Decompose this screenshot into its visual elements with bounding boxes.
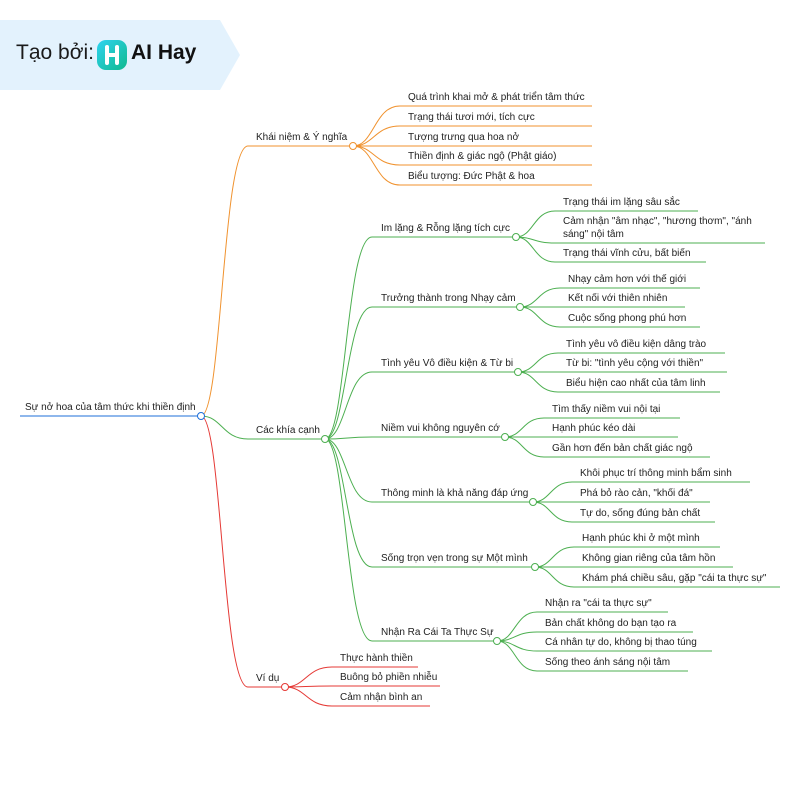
group-leaf-label: Khôi phục trí thông minh bẩm sinh	[580, 468, 732, 479]
connector-group-leaf	[519, 306, 561, 328]
connector-group-leaf	[519, 287, 561, 308]
connector-group-leaf	[534, 546, 575, 568]
branch2-group-node-dot	[516, 303, 524, 311]
branch2-group-node-dot	[531, 563, 539, 571]
connector-root-branch1	[200, 145, 249, 417]
branch2-group-label: Thông minh là khả năng đáp ứng	[381, 488, 529, 499]
ai-hay-brand-text: AI Hay	[131, 41, 197, 64]
group-leaf-label: Kết nối với thiên nhiên	[568, 293, 668, 304]
branch2-group-label: Nhận Ra Cái Ta Thực Sự	[381, 627, 494, 638]
branch3-label: Ví dụ	[256, 673, 280, 684]
connector-group-leaf	[496, 631, 538, 642]
group-leaf-label: Cuộc sống phong phú hơn	[568, 313, 687, 324]
branch1-leaf-label: Tượng trưng qua hoa nở	[408, 132, 520, 143]
group-leaf-label: Nhạy cảm hơn với thế giới	[568, 274, 687, 285]
branch1-leaf-label: Thiền định & giác ngộ (Phật giáo)	[408, 151, 557, 162]
connector-group-leaf	[496, 640, 538, 672]
branch2-label: Các khía cạnh	[256, 425, 320, 436]
branch1-leaf-label: Biểu tượng: Đức Phật & hoa	[408, 171, 535, 182]
group-leaf-label: Bản chất không do bạn tạo ra	[545, 618, 677, 629]
branch1-leaf-label: Quá trình khai mở & phát triển tâm thức	[408, 92, 585, 103]
connector-root-branch3	[200, 415, 249, 688]
branch2-group-label: Sống trọn vẹn trong sự Một mình	[381, 553, 528, 564]
group-leaf-label: Không gian riêng của tâm hồn	[582, 553, 716, 564]
ai-hay-logo-icon	[97, 40, 127, 70]
branch2-group-label: Trưởng thành trong Nhạy cảm	[381, 293, 516, 304]
group-leaf-label: Hạnh phúc kéo dài	[552, 423, 636, 434]
root-node-dot	[197, 412, 205, 420]
branch2-group-node-dot	[501, 433, 509, 441]
group-leaf-label: Khám phá chiều sâu, gặp "cái ta thực sự"	[582, 573, 767, 584]
connector-group-leaf	[517, 352, 559, 373]
connector-branch2-group	[324, 306, 373, 440]
connector-branch1-leaf	[352, 125, 401, 147]
branch2-group-label: Tình yêu Vô điều kiện & Từ bi	[381, 358, 514, 369]
connector-branch2-group	[324, 438, 373, 642]
connector-branch2-group	[324, 436, 373, 440]
connector-branch2-group	[324, 371, 373, 440]
branch3-leaf-label: Cảm nhận bình an	[340, 692, 423, 703]
group-leaf-label: Từ bi: "tình yêu cộng với thiền"	[566, 358, 704, 369]
connector-group-leaf	[534, 566, 575, 588]
connector-group-leaf	[515, 210, 556, 238]
connector-group-leaf	[504, 417, 545, 438]
connector-group-leaf	[517, 371, 559, 393]
connector-branch1-leaf	[352, 145, 401, 166]
group-leaf-label: Trạng thái im lặng sâu sắc	[563, 197, 680, 208]
group-leaf-label: Tự do, sống đúng bản chất	[580, 508, 701, 519]
root-node-label: Sự nở hoa của tâm thức khi thiền định	[25, 402, 196, 413]
group-leaf-label: Trạng thái vĩnh cửu, bất biến	[563, 248, 691, 259]
connector-branch2-group	[324, 438, 373, 503]
group-leaf-label: Gần hơn đến bản chất giác ngộ	[552, 443, 693, 454]
branch2-group-node-dot	[529, 498, 537, 506]
group-leaf-label: Phá bỏ rào cản, "khối đá"	[580, 488, 693, 499]
connector-group-leaf	[532, 501, 573, 523]
branch3-leaf-label: Thực hành thiền	[340, 653, 413, 664]
connector-branch3-leaf	[284, 686, 333, 707]
branch3-node-dot	[281, 683, 289, 691]
branch2-group-node-dot	[493, 637, 501, 645]
connector-branch3-leaf	[284, 666, 333, 688]
branch1-label: Khái niệm & Ý nghĩa	[256, 132, 348, 143]
connector-branch2-group	[324, 438, 373, 568]
branch2-node-dot	[321, 435, 329, 443]
group-leaf-label: Tìm thấy niềm vui nội tại	[552, 404, 661, 415]
branch2-group-node-dot	[512, 233, 520, 241]
branch2-group-label: Im lặng & Rỗng lặng tích cực	[381, 223, 510, 234]
group-leaf-label: Tình yêu vô điều kiện dâng trào	[566, 339, 707, 350]
branch1-leaf-label: Trạng thái tươi mới, tích cực	[408, 112, 535, 123]
group-leaf-label: Biểu hiện cao nhất của tâm linh	[566, 378, 706, 389]
connector-group-leaf	[504, 436, 545, 458]
connector-branch2-group	[324, 236, 373, 440]
group-leaf-label: Cảm nhận "âm nhạc", "hương thơm", "ánh s…	[563, 216, 752, 240]
branch2-group-node-dot	[514, 368, 522, 376]
group-leaf-label: Hạnh phúc khi ở một mình	[582, 533, 700, 544]
connector-group-leaf	[532, 481, 573, 503]
branch3-leaf-label: Buông bỏ phiền nhiễu	[340, 672, 438, 683]
badge-label: Tạo bởi:	[16, 41, 94, 64]
branch1-node-dot	[349, 142, 357, 150]
connector-branch1-leaf	[352, 105, 401, 147]
connector-root-branch2	[200, 415, 249, 440]
group-leaf-label: Sống theo ánh sáng nội tâm	[545, 657, 671, 668]
connector-group-leaf	[496, 611, 538, 642]
group-leaf-label: Nhận ra "cái ta thực sự"	[545, 598, 652, 609]
group-leaf-label: Cá nhân tự do, không bị thao túng	[545, 637, 697, 648]
connector-branch1-leaf	[352, 145, 401, 186]
branch2-group-label: Niềm vui không nguyên cớ	[381, 423, 500, 434]
